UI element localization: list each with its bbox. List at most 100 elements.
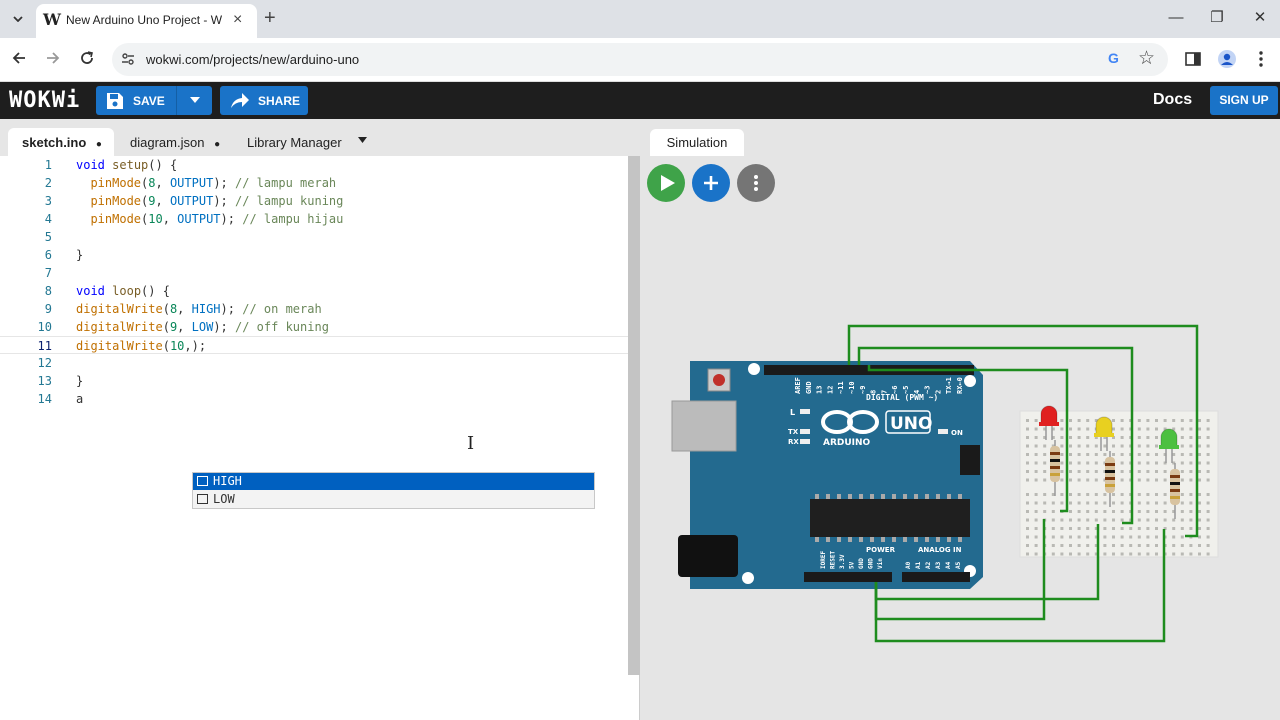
tab-close-icon[interactable]: × (233, 11, 243, 28)
code-line[interactable]: 6} (0, 246, 628, 264)
led-red[interactable] (1039, 405, 1059, 440)
plus-icon (704, 176, 718, 190)
site-info-icon[interactable] (120, 51, 136, 67)
digital-pin-label: RX←0 (956, 377, 964, 394)
resistor[interactable] (1105, 451, 1115, 507)
wire-gnd-green[interactable] (874, 529, 1166, 643)
restore-button[interactable]: ❐ (1210, 9, 1224, 26)
tx-label: TX (788, 428, 799, 436)
line-number: 1 (44, 158, 52, 172)
tab-search-button[interactable] (6, 7, 30, 31)
line-text: pinMode(10, OUTPUT); // lampu hijau (90, 212, 344, 226)
address-bar[interactable]: wokwi.com/projects/new/arduino-uno G ☆ (112, 43, 1168, 76)
suggestion-low[interactable]: LOW (193, 491, 594, 508)
analog-label: ANALOG IN (918, 546, 962, 554)
breadboard[interactable] (1019, 410, 1219, 558)
atmega-chip (810, 499, 970, 537)
digital-pin-label: ~10 (848, 381, 856, 394)
caret-down-icon (189, 97, 200, 103)
code-line[interactable]: 5 (0, 228, 628, 246)
autocomplete-popup: HIGH LOW (192, 472, 595, 509)
wire-pin9-yellow-led[interactable] (857, 346, 1134, 525)
digital-pin-label: ~11 (837, 381, 845, 394)
docs-link[interactable]: Docs (1153, 91, 1193, 108)
unsaved-dot-icon: ● (95, 139, 102, 150)
power-pin-label: 3.3V (839, 554, 846, 569)
minimize-button[interactable]: — (1168, 9, 1184, 26)
sign-up-button[interactable]: SIGN UP (1210, 86, 1278, 115)
code-line[interactable]: 7 (0, 264, 628, 282)
save-options-button[interactable] (176, 86, 212, 115)
tab-label: diagram.json (130, 135, 205, 150)
dc-jack (678, 535, 738, 577)
wire-pin8-red-led[interactable] (867, 365, 1069, 513)
floppy-disk-icon (107, 93, 123, 109)
power-label: POWER (866, 546, 896, 554)
back-button[interactable] (9, 50, 29, 70)
wires[interactable] (847, 324, 1199, 643)
url-text[interactable]: wokwi.com/projects/new/arduino-uno (146, 52, 360, 67)
code-line[interactable]: 2 pinMode(8, OUTPUT); // lampu merah (0, 174, 628, 192)
line-text: digitalWrite(9, LOW); // off kuning (76, 320, 329, 334)
save-button[interactable]: SAVE (96, 86, 212, 115)
unsaved-dot-icon: ● (214, 139, 221, 150)
line-number: 10 (37, 320, 52, 334)
google-lens-icon[interactable]: G (1108, 50, 1119, 66)
code-line[interactable]: 4 pinMode(10, OUTPUT); // lampu hijau (0, 210, 628, 228)
forward-button[interactable] (43, 50, 63, 70)
arduino-infinity-logo (821, 410, 879, 434)
suggestion-high[interactable]: HIGH (193, 473, 594, 490)
bookmark-star-icon[interactable]: ☆ (1138, 48, 1156, 69)
side-panel-icon[interactable] (1183, 49, 1203, 69)
code-line[interactable]: 3 pinMode(9, OUTPUT); // lampu kuning (0, 192, 628, 210)
led-green[interactable] (1159, 428, 1179, 463)
l-led-label: L (790, 408, 795, 417)
digital-label: DIGITAL (PWM ~) (866, 393, 938, 402)
add-part-button[interactable] (692, 164, 730, 202)
editor-scrollbar[interactable] (628, 156, 640, 675)
editor-tabs: sketch.ino ● diagram.json ● Library Mana… (0, 119, 640, 156)
leds[interactable] (1039, 405, 1180, 519)
line-number: 3 (44, 194, 52, 208)
constant-icon (197, 494, 208, 504)
tab-sketch-ino[interactable]: sketch.ino ● (8, 128, 114, 156)
share-button[interactable]: SHARE (220, 86, 308, 115)
resistor[interactable] (1170, 463, 1180, 519)
tab-diagram-json[interactable]: diagram.json ● (130, 128, 220, 156)
start-simulation-button[interactable] (647, 164, 685, 202)
new-tab-button[interactable]: + (264, 7, 276, 29)
line-number: 8 (44, 284, 52, 298)
uno-label: UNO (890, 414, 932, 434)
resistor[interactable] (1050, 440, 1060, 496)
code-line[interactable]: 13} (0, 372, 628, 390)
browser-tab[interactable]: W New Arduino Uno Project - W × (36, 4, 257, 38)
tab-simulation[interactable]: Simulation (650, 129, 744, 156)
tabs-menu-caret-icon[interactable] (358, 137, 367, 143)
tab-library-manager[interactable]: Library Manager (247, 128, 342, 156)
code-line[interactable]: 10 digitalWrite(9, LOW); // off kuning (0, 318, 628, 336)
profile-icon[interactable] (1217, 49, 1237, 69)
tab-label: Library Manager (247, 135, 342, 150)
line-number: 2 (44, 176, 52, 190)
close-window-button[interactable]: ✕ (1253, 9, 1267, 26)
wire-pin10-green-led[interactable] (847, 324, 1199, 538)
led-yellow[interactable] (1094, 416, 1114, 451)
reload-button[interactable] (77, 50, 97, 70)
wokwi-header: WOKWi SAVE SHARE Docs SIGN UP (0, 82, 1280, 119)
code-line[interactable]: 12 (0, 354, 628, 372)
analog-pin-label: A1 (915, 561, 922, 569)
line-text: digitalWrite(10,); (76, 339, 207, 353)
more-options-button[interactable] (737, 164, 775, 202)
chip-pins (815, 494, 962, 542)
wokwi-logo[interactable]: WOKWi (9, 88, 81, 113)
menu-kebab-icon[interactable] (1251, 49, 1271, 69)
